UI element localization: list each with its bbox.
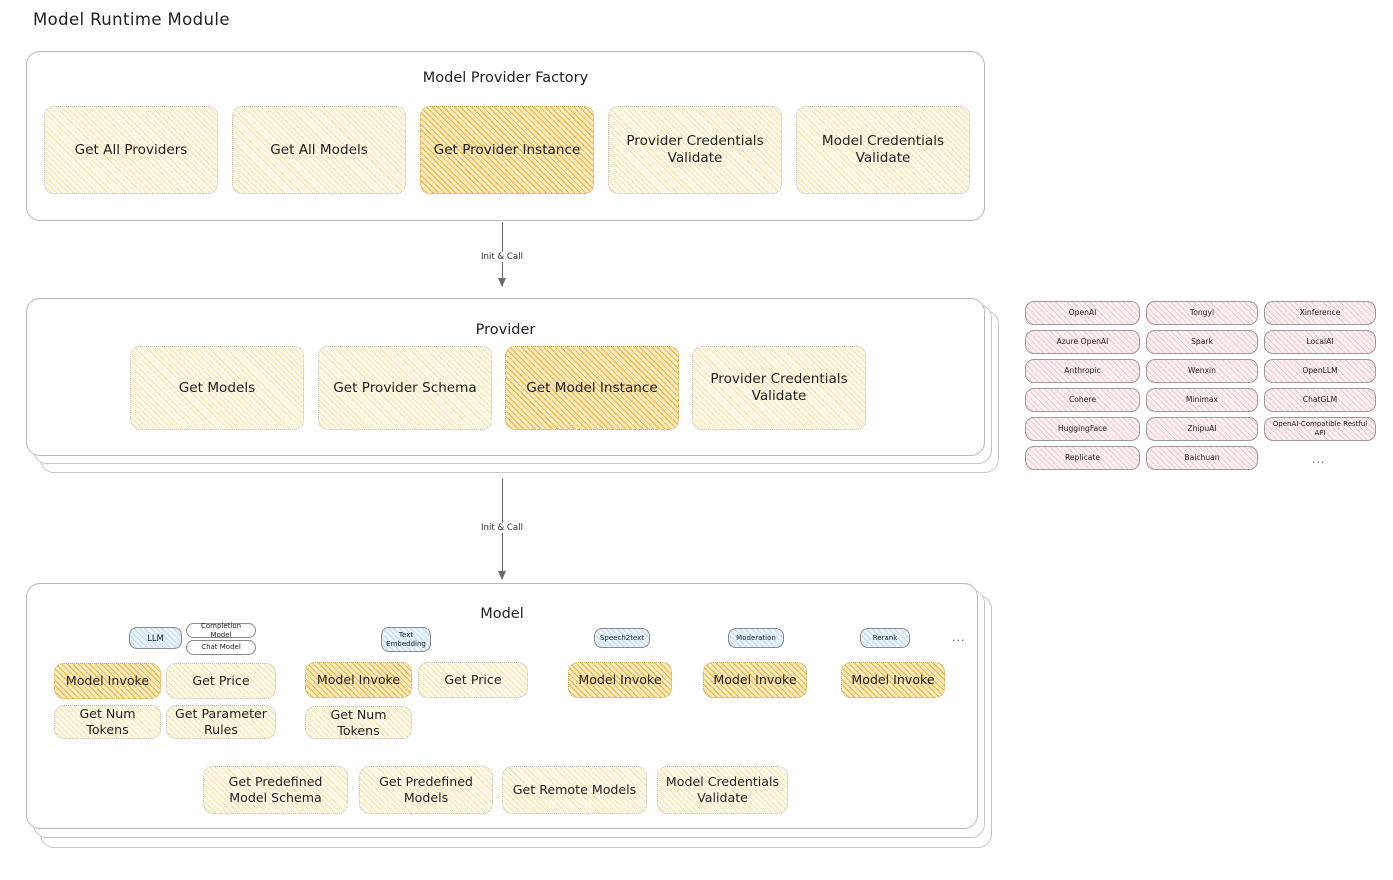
arrow-label-init-and-call-2: Init & Call [478, 523, 526, 533]
provider-chip-wenxin[interactable]: Wenxin [1146, 359, 1258, 383]
speech2text-op-model-invoke[interactable]: Model Invoke [568, 662, 672, 698]
provider-chip-cohere[interactable]: Cohere [1025, 388, 1140, 412]
model-common-op-model-credentials-validate[interactable]: Model Credentials Validate [657, 766, 788, 814]
model-common-op-get-remote-models[interactable]: Get Remote Models [502, 766, 647, 814]
model-subbadge-chat-model[interactable]: Chat Model [186, 640, 256, 655]
provider-chip-localai[interactable]: LocalAI [1264, 330, 1376, 354]
provider-chip-openllm[interactable]: OpenLLM [1264, 359, 1376, 383]
factory-card-provider-credentials-validate[interactable]: Provider Credentials Validate [608, 106, 782, 194]
factory-card-model-credentials-validate[interactable]: Model Credentials Validate [796, 106, 970, 194]
provider-chip-azure-openai[interactable]: Azure OpenAI [1025, 330, 1140, 354]
provider-chip-replicate[interactable]: Replicate [1025, 446, 1140, 470]
arrow-head [497, 278, 506, 287]
llm-op-model-invoke[interactable]: Model Invoke [54, 663, 161, 699]
model-subbadge-completion-model[interactable]: Completion Model [186, 622, 256, 639]
provider-chip-openai[interactable]: OpenAI [1025, 301, 1140, 325]
provider-chip-openai-compatible-restful-api[interactable]: OpenAI-Compatible Restful API [1264, 417, 1376, 441]
factory-card-get-provider-instance[interactable]: Get Provider Instance [420, 106, 594, 194]
provider-chip-spark[interactable]: Spark [1146, 330, 1258, 354]
provider-chip-anthropic[interactable]: Anthropic [1025, 359, 1140, 383]
provider-chip-minimax[interactable]: Minimax [1146, 388, 1258, 412]
provider-list-more-ellipsis: ... [1312, 453, 1326, 466]
provider-chip-huggingface[interactable]: HuggingFace [1025, 417, 1140, 441]
provider-card-get-model-instance[interactable]: Get Model Instance [505, 346, 679, 430]
model-common-op-get-predefined-model-schema[interactable]: Get Predefined Model Schema [203, 766, 348, 814]
llm-op-get-num-tokens[interactable]: Get Num Tokens [54, 705, 161, 739]
provider-card-get-models[interactable]: Get Models [130, 346, 304, 430]
model-type-badge-rerank[interactable]: Rerank [860, 628, 910, 648]
provider-chip-baichuan[interactable]: Baichuan [1146, 446, 1258, 470]
model-provider-factory-title: Model Provider Factory [422, 70, 589, 86]
provider-card-provider-credentials-validate[interactable]: Provider Credentials Validate [692, 346, 866, 430]
model-type-badge-speech2text[interactable]: Speech2text [594, 628, 650, 648]
factory-card-get-all-providers[interactable]: Get All Providers [44, 106, 218, 194]
text-embedding-op-get-price[interactable]: Get Price [418, 662, 528, 698]
text-embedding-op-model-invoke[interactable]: Model Invoke [305, 662, 412, 698]
provider-chip-tongyi[interactable]: Tongyi [1146, 301, 1258, 325]
factory-card-get-all-models[interactable]: Get All Models [232, 106, 406, 194]
provider-chip-chatglm[interactable]: ChatGLM [1264, 388, 1376, 412]
rerank-op-model-invoke[interactable]: Model Invoke [841, 662, 945, 698]
model-common-op-get-predefined-models[interactable]: Get Predefined Models [359, 766, 493, 814]
text-embedding-op-get-num-tokens[interactable]: Get Num Tokens [305, 706, 412, 739]
model-types-more-ellipsis: ... [952, 631, 966, 644]
model-type-badge-text-embedding[interactable]: Text Embedding [381, 627, 431, 652]
moderation-op-model-invoke[interactable]: Model Invoke [703, 662, 807, 698]
model-title: Model [480, 606, 524, 622]
model-type-badge-llm[interactable]: LLM [129, 627, 182, 649]
provider-chip-zhipuai[interactable]: ZhipuAI [1146, 417, 1258, 441]
page-title: Model Runtime Module [33, 10, 230, 29]
llm-op-get-price[interactable]: Get Price [166, 663, 276, 699]
arrow-label-init-and-call-1: Init & Call [478, 252, 526, 262]
arrow-head [497, 571, 506, 580]
provider-chip-xinference[interactable]: Xinference [1264, 301, 1376, 325]
provider-title: Provider [475, 322, 536, 338]
model-type-badge-moderation[interactable]: Moderation [728, 628, 784, 648]
llm-op-get-parameter-rules[interactable]: Get Parameter Rules [166, 705, 276, 739]
provider-card-get-provider-schema[interactable]: Get Provider Schema [318, 346, 492, 430]
